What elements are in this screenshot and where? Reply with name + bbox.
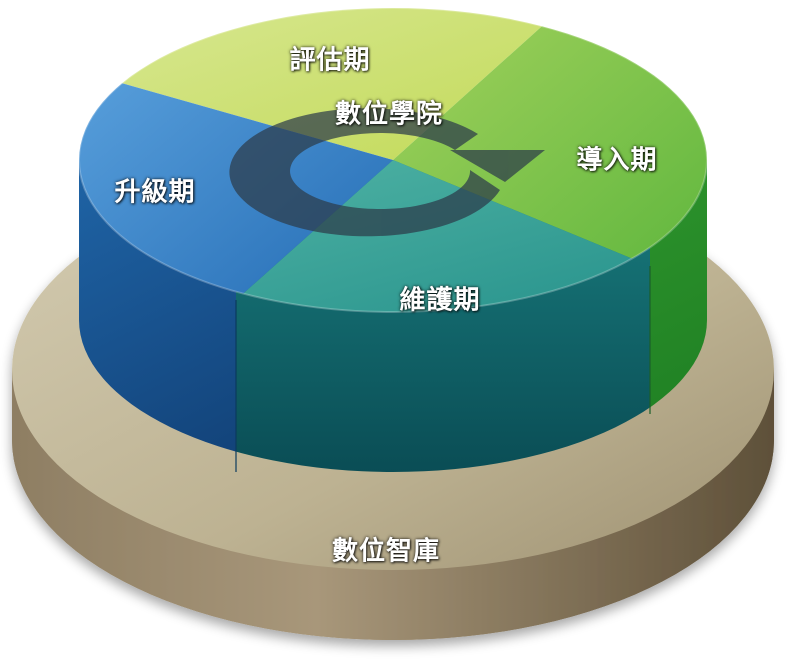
phase-label-evaluation: 評估期 xyxy=(289,45,371,76)
base-label: 數位智庫 xyxy=(331,536,441,567)
phase-label-upgrade: 升級期 xyxy=(114,177,196,208)
phase-label-maintenance: 維護期 xyxy=(399,285,481,316)
phase-label-introduction: 導入期 xyxy=(576,145,658,176)
center-label: 數位學院 xyxy=(334,99,444,130)
cycle-arrow-icon xyxy=(229,108,545,237)
